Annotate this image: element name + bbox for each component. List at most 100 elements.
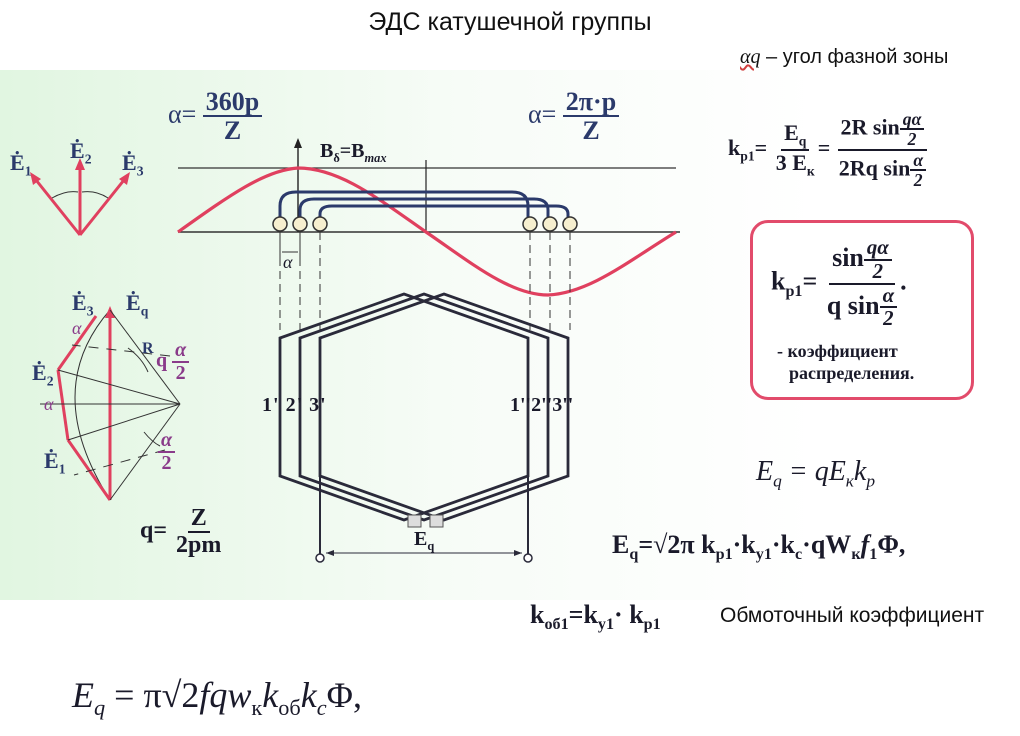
kp-num1: E (784, 120, 799, 146)
kp-frac1-num: Eq (781, 120, 810, 151)
kp-num2-frac-num: qα (899, 110, 925, 131)
poly-label-eq: Ėq (126, 290, 148, 319)
poly-label-e1-sub: 1 (58, 461, 66, 477)
poly-q-half-num: α (172, 340, 190, 363)
alpha-rad-num: 2π·p (562, 88, 620, 118)
poly-label-e3: Ė3 (72, 290, 94, 319)
radius-line (67, 403, 181, 441)
label-e3-text: Ė (122, 150, 137, 175)
eq-arrow-left (326, 550, 334, 556)
kp-den1-sub: к (806, 163, 815, 179)
eq2-t6: Φ (877, 530, 899, 559)
kp-num2: 2R sin (840, 114, 900, 140)
label-e3-sub: 3 (136, 163, 144, 179)
eq-arrow-right (514, 550, 522, 556)
polygon-arc (74, 309, 111, 501)
kp-box-num: sin (832, 242, 864, 272)
eq3-t4: k (300, 675, 317, 715)
terminal-eq-sub: q (427, 539, 435, 553)
eq3-lhs: E (72, 675, 94, 715)
poly-vector-e2 (56, 315, 98, 371)
kp-box-num-frac-den: 2 (872, 259, 884, 283)
b-sub2: max (364, 151, 387, 165)
bmax-arrow-head (294, 138, 302, 148)
vector-e1-head (30, 172, 41, 185)
kp-box-lhs: k (771, 266, 786, 296)
kp-box-lhs-sub: p1 (785, 282, 803, 300)
eq2-s4: к (851, 546, 861, 564)
q-formula-lhs: q= (140, 517, 168, 544)
coil-arc-2 (298, 197, 550, 224)
kp-box-caption-line2: распределения. (789, 362, 915, 383)
kob-t1: =k (568, 600, 598, 629)
poly-half-alpha-num: α (158, 430, 176, 453)
poly-label-e3-text: Ė (72, 290, 87, 315)
label-e1: Ė1 (10, 150, 32, 179)
eq2-s3: c (795, 546, 803, 564)
eq1-rhs-sub2: р (866, 471, 876, 491)
vector-e3-head (119, 172, 130, 185)
alpha-rad-lhs: α= (528, 99, 557, 129)
kp-frac1-den: 3 Eк (773, 151, 818, 179)
coil-labels-left: 1' 2' 3' (262, 394, 327, 417)
coil-hexagon-2 (298, 292, 550, 522)
eq1-lhs-sub: q (773, 471, 782, 491)
slot-circle (562, 216, 578, 232)
slot-conductors (272, 216, 578, 232)
eq3-s1: к (251, 695, 263, 721)
poly-radius-label: R (142, 340, 154, 357)
polygon-dashes (71, 344, 171, 476)
angle-arc-2 (81, 191, 109, 199)
kp-num1-sub: q (798, 133, 807, 149)
eq2-lhs: E (612, 530, 630, 559)
kp-den2-frac-num: α (910, 150, 927, 172)
vector-polygon (40, 306, 181, 501)
eq3-t5: Φ, (326, 675, 362, 715)
label-e1-text: Ė (10, 150, 25, 175)
phase-zone-text: – угол фазной зоны (760, 46, 949, 68)
eq2-s5: 1 (869, 546, 878, 564)
kob-formula: kоб1=ky1· kp1 (530, 600, 661, 634)
poly-q-half-den: 2 (175, 362, 186, 384)
eq-formula-1: Eq = qEкkр (756, 456, 875, 492)
poly-alpha-top: α (72, 318, 82, 338)
poly-vector-eq-head (105, 306, 115, 318)
b-main: B (320, 140, 334, 162)
eq1-rhs: = qE (781, 456, 846, 487)
radius-line (57, 369, 181, 405)
kp-lhs-sub: p1 (740, 148, 755, 164)
page-title: ЭДС катушечной группы (368, 8, 652, 36)
kp-box-num-frac-num: qα (863, 237, 892, 261)
kp-box-den-frac-den: 2 (883, 307, 894, 331)
terminal-block-right (429, 514, 444, 528)
eq2-t5: f (860, 530, 870, 559)
label-e2: Ė2 (70, 138, 92, 167)
eq3-t3: k (262, 675, 279, 715)
qalpha-arc (127, 347, 149, 373)
eq3-lhs-sub: q (94, 695, 106, 721)
poly-label-e1-text: Ė (44, 448, 59, 473)
eq1-lhs: E (756, 456, 774, 487)
slot-circle (522, 216, 538, 232)
kob-s2: p1 (643, 616, 661, 634)
vector-e3 (78, 174, 130, 236)
vector-e2-head (75, 158, 85, 170)
slot-circle (312, 216, 328, 232)
kob-s1: y1 (597, 616, 615, 634)
kp-num2-frac-den: 2 (907, 129, 917, 150)
eq3-s2: об (278, 695, 301, 721)
terminal-eq-main: E (414, 528, 428, 550)
poly-label-e2-sub: 2 (46, 373, 54, 389)
eq3-s3: c (316, 695, 327, 721)
vector-e1 (30, 174, 82, 236)
